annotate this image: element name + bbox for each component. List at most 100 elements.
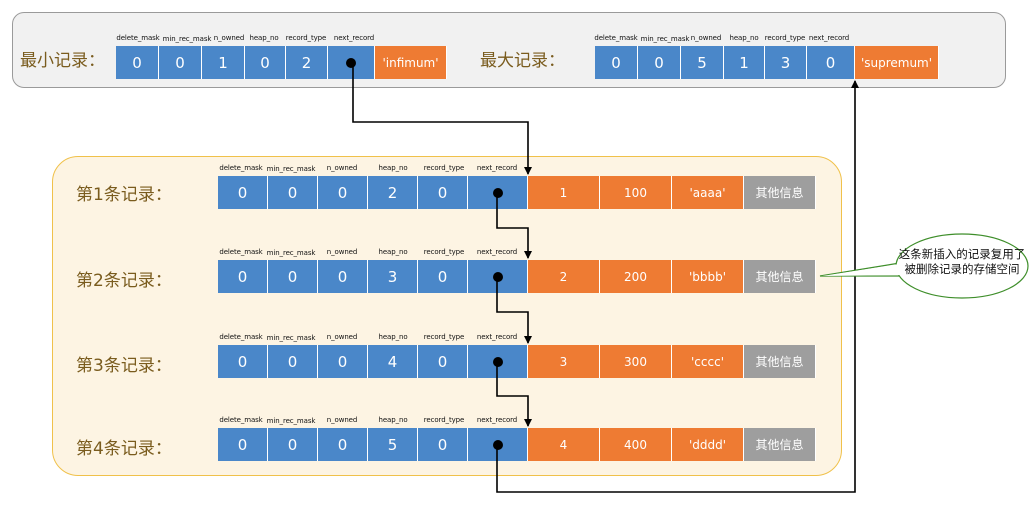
supremum-min-rec-mask: 0 [638,46,681,79]
header-n-owned: n_owned [326,248,358,256]
header-heap-no: heap_no [378,248,408,256]
header-record-type: record_type [423,164,465,172]
record-3-n-owned: 0 [318,345,368,378]
header-min-rec-mask: min_rec_mask [266,165,316,173]
record-2-record-type: 0 [418,260,468,293]
record-2-num: 200 [600,260,672,293]
infimum-delete-mask: 0 [116,46,159,79]
header-heap-no: heap_no [378,164,408,172]
record-2-heap-no: 3 [368,260,418,293]
header-record-type: record_type [764,34,806,42]
record-4-n-owned: 0 [318,428,368,461]
header-next-record: next_record [476,164,518,172]
record-1-id: 1 [528,176,600,209]
supremum-next-record: 0 [807,46,855,79]
header-record-type: record_type [423,248,465,256]
header-record-type: record_type [423,333,465,341]
pointer-dot-icon [346,57,356,68]
header-min-rec-mask: min_rec_mask [640,35,690,43]
record-4-heap-no: 5 [368,428,418,461]
record-1-delete-mask: 0 [218,176,268,209]
record-3-record-type: 0 [418,345,468,378]
header-min-rec-mask: min_rec_mask [266,417,316,425]
arrow-infimum-to-record-1 [352,62,532,175]
header-record-type: record_type [285,34,327,42]
user-records-panel [52,156,842,476]
record-2-delete-mask: 0 [218,260,268,293]
arrow-record-3-to-record-4 [496,361,532,427]
record-4-record-type: 0 [418,428,468,461]
record-3-other-info: 其他信息 [744,345,816,378]
header-n-owned: n_owned [326,164,358,172]
supremum-label: 最大记录： [480,51,565,71]
header-min-rec-mask: min_rec_mask [162,35,212,43]
record-4-id: 4 [528,428,600,461]
header-record-type: record_type [423,416,465,424]
header-n-owned: n_owned [690,34,722,42]
record-4-num: 400 [600,428,672,461]
record-2-other-info: 其他信息 [744,260,816,293]
record-3-num: 300 [600,345,672,378]
supremum-heap-no: 1 [724,46,765,79]
record-3-id: 3 [528,345,600,378]
header-next-record: next_record [476,248,518,256]
supremum-value: 'supremum' [855,46,939,79]
callout-text: 这条新插入的记录复用了被删除记录的存储空间 [898,247,1026,276]
header-heap-no: heap_no [378,416,408,424]
record-2-id: 2 [528,260,600,293]
record-2-str: 'bbbb' [672,260,744,293]
header-next-record: next_record [476,333,518,341]
header-next-record: next_record [333,34,375,42]
header-n-owned: n_owned [213,34,245,42]
infimum-next-record [328,46,375,79]
record-2-n-owned: 0 [318,260,368,293]
record-3-str: 'cccc' [672,345,744,378]
record-3-label: 第3条记录： [76,356,172,376]
callout-bubble [819,233,1029,299]
record-1-n-owned: 0 [318,176,368,209]
header-delete-mask: delete_mask [116,34,160,42]
record-1-heap-no: 2 [368,176,418,209]
header-heap-no: heap_no [378,333,408,341]
infimum-label: 最小记录： [20,51,105,71]
header-next-record: next_record [808,34,850,42]
record-4-str: 'dddd' [672,428,744,461]
record-1-other-info: 其他信息 [744,176,816,209]
header-heap-no: heap_no [249,34,279,42]
record-1-min-rec-mask: 0 [268,176,318,209]
header-delete-mask: delete_mask [594,34,638,42]
record-1-label: 第1条记录： [76,185,172,205]
record-2-label: 第2条记录： [76,271,172,291]
supremum-n-owned: 5 [681,46,724,79]
header-delete-mask: delete_mask [219,416,263,424]
infimum-min-rec-mask: 0 [159,46,202,79]
supremum-delete-mask: 0 [595,46,638,79]
record-3-delete-mask: 0 [218,345,268,378]
infimum-heap-no: 0 [245,46,286,79]
arrow-record-4-to-supremum [496,80,859,493]
record-4-other-info: 其他信息 [744,428,816,461]
record-4-min-rec-mask: 0 [268,428,318,461]
supremum-record-type: 3 [765,46,807,79]
header-heap-no: heap_no [729,34,759,42]
arrow-record-2-to-record-3 [496,276,532,344]
header-n-owned: n_owned [326,333,358,341]
record-1-num: 100 [600,176,672,209]
record-3-min-rec-mask: 0 [268,345,318,378]
header-delete-mask: delete_mask [219,164,263,172]
record-4-delete-mask: 0 [218,428,268,461]
infimum-n-owned: 1 [202,46,245,79]
header-delete-mask: delete_mask [219,333,263,341]
arrow-record-1-to-record-2 [496,192,532,259]
infimum-record-type: 2 [286,46,328,79]
header-min-rec-mask: min_rec_mask [266,334,316,342]
header-next-record: next_record [476,416,518,424]
header-min-rec-mask: min_rec_mask [266,249,316,257]
infimum-value: 'infimum' [375,46,447,79]
record-3-heap-no: 4 [368,345,418,378]
record-1-str: 'aaaa' [672,176,744,209]
record-2-min-rec-mask: 0 [268,260,318,293]
record-1-record-type: 0 [418,176,468,209]
record-4-label: 第4条记录： [76,439,172,459]
